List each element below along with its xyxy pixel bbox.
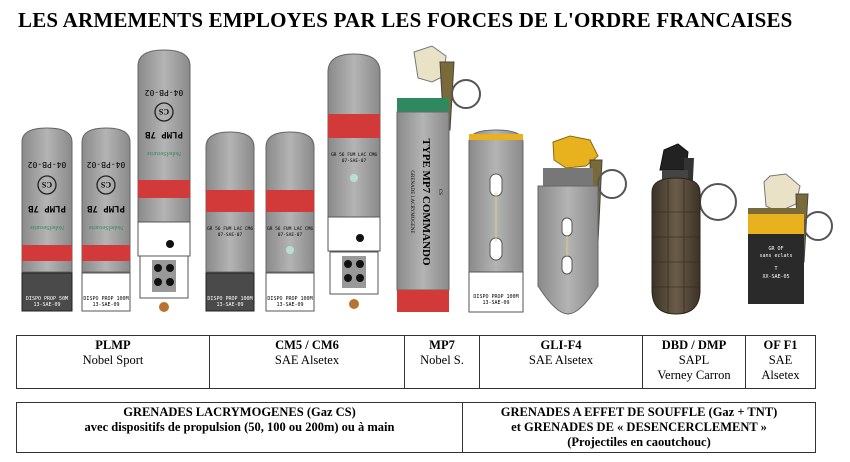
svg-text:07-SAE-07: 07-SAE-07	[342, 158, 367, 164]
category-subtitle: et GRENADES DE « DESENCERCLEMENT »	[511, 420, 767, 434]
cm5-grenade: GR 56 FUM LAC CM6 07-SAE-07 DISPO PROP 1…	[205, 131, 255, 312]
weapon-name: PLMP	[95, 338, 131, 352]
plmp-grenade-1: 04-PB-02 CS PLMP 7B NobelSecurite DISPO …	[21, 127, 73, 312]
cm6-grenade: GR 56 FUM LAC CM6 07-SAE-07 DISPO PROP 1…	[265, 131, 315, 312]
of-line-1: GR OF	[768, 246, 783, 252]
mp7-label: TYPE MP7 COMMANDO	[420, 138, 432, 266]
plmp-grenade-2: 04-PB-02 CS PLMP 7B NobelSecurite DISPO …	[81, 127, 131, 312]
manufacturers-table: PLMP Nobel Sport CM5 / CM6 SAE Alsetex M…	[16, 335, 816, 389]
gli-f4-hand-grenade	[537, 135, 627, 315]
svg-text:DISPO PROP 100M: DISPO PROP 100M	[267, 296, 312, 302]
cell-cm5-cm6: CM5 / CM6 SAE Alsetex	[209, 335, 405, 389]
category-note: (Projectiles en caoutchouc)	[567, 435, 711, 449]
category-tear-gas: GRENADES LACRYMOGENES (Gaz CS) avec disp…	[16, 402, 463, 453]
gli-f4-grenade: DISPO PROP 100M 13-SAE-09	[468, 129, 524, 313]
cm5-batch: GR 56 FUM LAC CM6	[207, 226, 253, 232]
cm5-disp: DISPO PROP 100M	[207, 296, 252, 302]
of-line-2: sans eclats	[759, 253, 792, 259]
plmp2-disp: DISPO PROP 100M	[83, 296, 128, 302]
svg-text:04-PB-02: 04-PB-02	[87, 160, 126, 169]
cell-gli-f4: GLI-F4 SAE Alsetex	[479, 335, 643, 389]
of-f1-grenade: GR OF sans eclats T XX-SAE-05	[748, 173, 833, 304]
cell-plmp: PLMP Nobel Sport	[16, 335, 210, 389]
category-title: GRENADES A EFFET DE SOUFFLE (Gaz + TNT)	[500, 405, 778, 419]
page-title: LES ARMEMENTS EMPLOYES PAR LES FORCES DE…	[18, 8, 793, 32]
gli-disp: DISPO PROP 100M	[473, 294, 518, 300]
mp7-grenade: TYPE MP7 COMMANDO GRENADE LACRYMOGENE CS	[396, 45, 481, 312]
plmp-lot: 13-SAE-09	[33, 302, 60, 308]
svg-text:CS: CS	[158, 107, 169, 116]
dbd-dmp-grenade	[651, 143, 737, 315]
weapon-maker: Nobel Sport	[82, 353, 144, 367]
svg-text:13-SAE-09: 13-SAE-09	[92, 302, 119, 308]
of-line-3: T	[774, 266, 777, 272]
weapon-maker: SAE Alsetex	[761, 353, 800, 382]
weapon-name: OF F1	[763, 338, 798, 352]
weapon-maker: SAPL	[678, 353, 710, 367]
plmp-grenade-200m: 04-PB-02 CS PLMP 7B NobelSecurite	[137, 49, 191, 312]
svg-text:13-SAE-09: 13-SAE-09	[216, 302, 243, 308]
cell-of-f1: OF F1 SAE Alsetex	[745, 335, 816, 389]
weapon-name: MP7	[429, 338, 455, 352]
plmp-maker: NobelSecurite	[30, 224, 65, 230]
mp7-sublabel: GRENADE LACRYMOGENE	[409, 170, 414, 233]
weapon-maker: SAE Alsetex	[528, 353, 594, 367]
plmp-disp: DISPO PROP 50M	[26, 296, 68, 302]
grenades-illustration: 04-PB-02 CS PLMP 7B NobelSecurite DISPO …	[21, 45, 833, 315]
weapon-name: GLI-F4	[540, 338, 582, 352]
svg-text:PLMP 7B: PLMP 7B	[144, 129, 183, 139]
svg-text:GR 56 FUM LAC CM6: GR 56 FUM LAC CM6	[331, 152, 377, 158]
svg-text:GR 56 FUM LAC CM6: GR 56 FUM LAC CM6	[267, 226, 313, 232]
gli-lot: 13-SAE-09	[482, 300, 509, 306]
svg-text:07-SAE-07: 07-SAE-07	[278, 232, 303, 238]
plmp-serial: 04-PB-02	[28, 160, 67, 169]
categories-table: GRENADES LACRYMOGENES (Gaz CS) avec disp…	[16, 402, 816, 453]
weapon-name: CM5 / CM6	[275, 338, 339, 352]
category-title: GRENADES LACRYMOGENES (Gaz CS)	[123, 405, 356, 419]
svg-text:NobelSecurite: NobelSecurite	[89, 224, 124, 230]
svg-text:PLMP 7B: PLMP 7B	[86, 203, 125, 213]
cell-mp7: MP7 Nobel S.	[404, 335, 480, 389]
weapon-name: DBD / DMP	[661, 338, 727, 352]
svg-text:CS: CS	[100, 180, 111, 189]
cm6-grenade-200m: GR 56 FUM LAC CM6 07-SAE-07	[327, 53, 381, 309]
svg-text:NobelSecurite: NobelSecurite	[147, 150, 182, 156]
cell-dbd-dmp: DBD / DMP SAPL Verney Carron	[642, 335, 746, 389]
of-line-4: XX-SAE-05	[762, 274, 789, 280]
svg-text:04-PB-02: 04-PB-02	[145, 88, 184, 97]
weapon-maker: Nobel S.	[420, 353, 464, 367]
weapon-maker: SAE Alsetex	[274, 353, 340, 367]
plmp-model: PLMP 7B	[27, 203, 66, 213]
cm5-lot: 07-SAE-07	[218, 232, 243, 238]
mp7-cs: CS	[437, 189, 442, 195]
weapon-maker-2: Verney Carron	[657, 368, 731, 382]
svg-text:13-SAE-09: 13-SAE-09	[276, 302, 303, 308]
category-blast: GRENADES A EFFET DE SOUFFLE (Gaz + TNT) …	[462, 402, 816, 453]
plmp-cs: CS	[41, 180, 52, 189]
category-subtitle: avec dispositifs de propulsion (50, 100 …	[84, 420, 395, 434]
